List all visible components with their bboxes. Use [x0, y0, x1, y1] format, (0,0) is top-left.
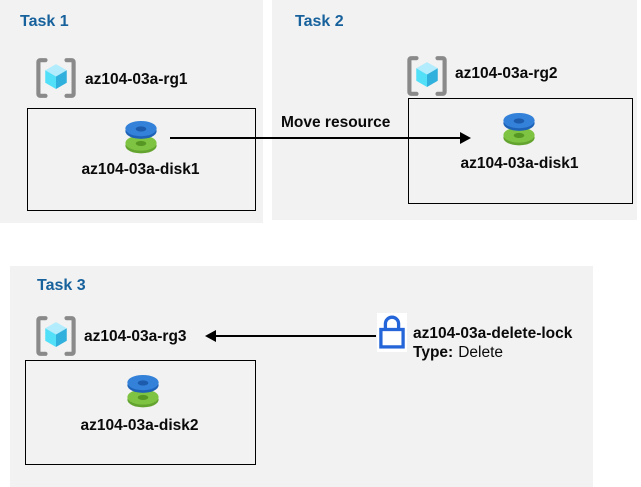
arrow-left-icon [205, 330, 216, 342]
task1-resource-box [27, 108, 256, 211]
disk-icon [118, 116, 164, 156]
resource-group-icon [33, 56, 79, 100]
arrow-right-icon [460, 132, 471, 144]
resource-group-icon [33, 314, 79, 358]
task3-panel [10, 266, 593, 487]
lock-type-value: Delete [458, 344, 504, 361]
disk-icon [496, 108, 542, 148]
move-resource-label: Move resource [281, 114, 391, 131]
task1-panel [0, 0, 263, 223]
task2-resource-box [408, 98, 633, 204]
lock-arrow-line [215, 335, 376, 337]
task1-disk-label: az104-03a-disk1 [81, 161, 200, 178]
task1-resource-group-label: az104-03a-rg1 [85, 71, 188, 88]
task2-title: Task 2 [295, 13, 344, 30]
task3-resource-group-label: az104-03a-rg3 [84, 328, 187, 345]
task3-title: Task 3 [37, 277, 86, 294]
task2-disk-label: az104-03a-disk1 [460, 155, 579, 172]
task2-resource-group-label: az104-03a-rg2 [455, 65, 558, 82]
lock-icon [377, 313, 407, 352]
task3-resource-box [25, 360, 256, 465]
lock-type-label: Type: [413, 344, 454, 361]
delete-lock-name: az104-03a-delete-lock [413, 325, 573, 342]
delete-lock-type: Type:Delete [413, 344, 503, 362]
task1-title: Task 1 [20, 13, 69, 30]
disk-icon [120, 370, 166, 410]
resource-group-icon [404, 54, 450, 98]
move-arrow-line [170, 137, 461, 139]
task2-panel [272, 0, 637, 220]
task3-disk-label: az104-03a-disk2 [80, 417, 199, 434]
